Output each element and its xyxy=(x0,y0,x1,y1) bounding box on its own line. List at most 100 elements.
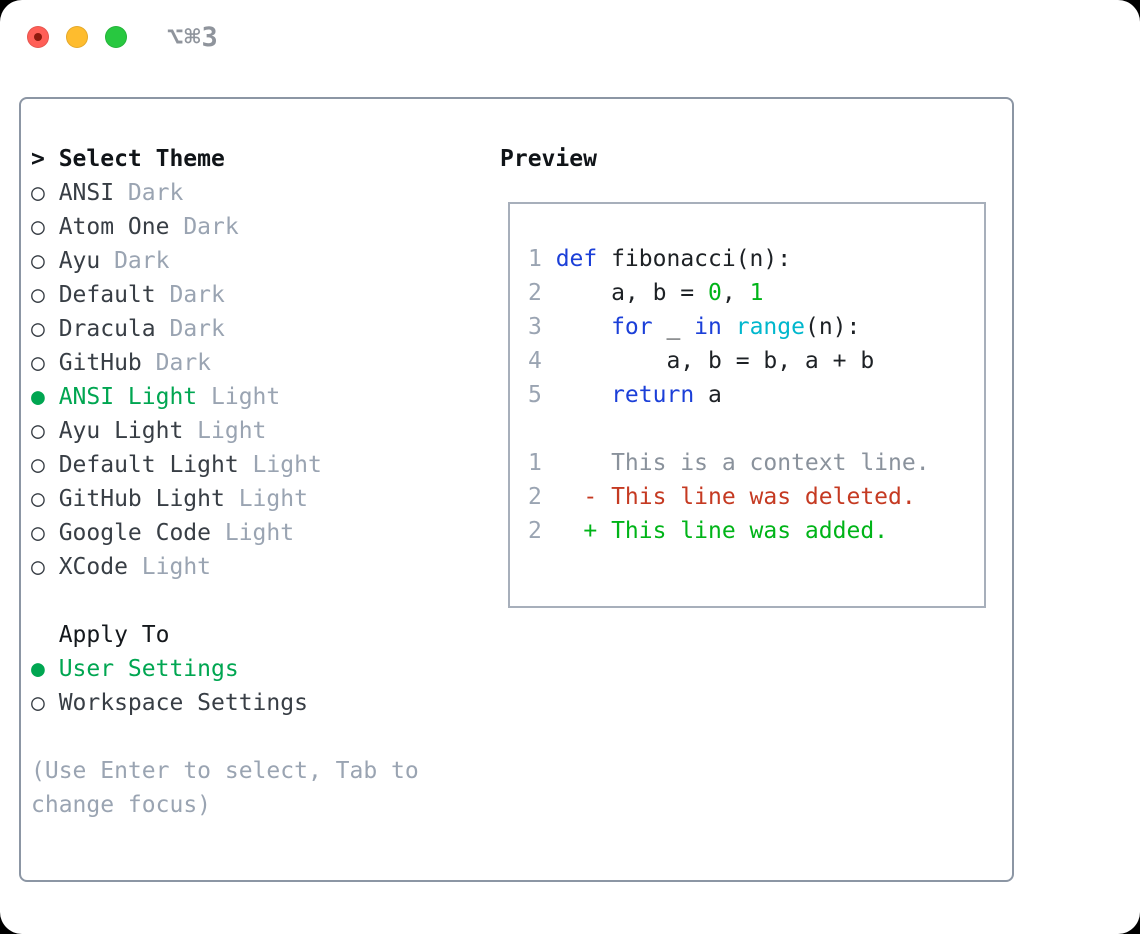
code-line: 4 a, b = b, a + b xyxy=(528,344,984,378)
code-line: 1 def fibonacci(n): xyxy=(528,242,984,276)
theme-option[interactable]: ● ANSI Light Light xyxy=(31,380,419,414)
radio-unselected-icon: ○ xyxy=(31,486,45,512)
code-line: 5 return a xyxy=(528,378,984,412)
help-line: change focus) xyxy=(31,792,212,818)
code-segment-plain xyxy=(556,382,611,408)
line-number: 2 xyxy=(528,484,542,510)
code-segment-kw: in xyxy=(694,314,722,340)
pointer-icon: > xyxy=(31,146,45,172)
window-title: ⌥⌘3 xyxy=(167,22,219,53)
option-label: Google Code xyxy=(58,520,212,546)
option-tag: Dark xyxy=(100,248,170,274)
option-tag: Light xyxy=(127,554,212,580)
select-theme-title: Select Theme xyxy=(58,146,225,172)
radio-selected-icon: ● xyxy=(31,384,45,410)
theme-option[interactable]: ○GitHub Light Light xyxy=(31,482,419,516)
apply-to-title: Apply To xyxy=(58,622,170,648)
theme-option[interactable]: ○XCode Light xyxy=(31,550,419,584)
option-label: Ayu Light xyxy=(58,418,184,444)
select-theme-header: > Select Theme xyxy=(31,142,419,176)
option-tag: Light xyxy=(211,520,295,546)
option-tag: Dark xyxy=(141,350,212,376)
option-tag: Dark xyxy=(114,180,184,206)
code-segment-kw: for xyxy=(611,314,653,340)
theme-option[interactable]: ○Ayu Dark xyxy=(31,244,419,278)
option-label: GitHub xyxy=(58,350,142,376)
code-segment-num: 0 xyxy=(708,280,722,306)
code-line xyxy=(528,412,984,446)
option-label: ANSI Light xyxy=(58,384,198,410)
radio-unselected-icon: ○ xyxy=(31,520,45,546)
theme-option[interactable]: ○ Default Dark xyxy=(31,278,419,312)
code-line: 2 - This line was deleted. xyxy=(528,480,984,514)
theme-option[interactable]: ○Default Light Light xyxy=(31,448,419,482)
code-segment-plain xyxy=(556,314,611,340)
code-segment-kw: def xyxy=(555,246,598,272)
option-label: Default Light xyxy=(58,452,239,478)
code-segment-plain: a, b = b, a + b xyxy=(555,348,875,374)
code-segment-kw: return xyxy=(611,382,695,408)
help-text: (Use Enter to select, Tab to change focus… xyxy=(31,754,419,822)
option-label: Default xyxy=(58,282,156,308)
radio-unselected-icon: ○ xyxy=(31,282,45,308)
line-number: 2 xyxy=(528,280,542,306)
preview-header: Preview xyxy=(500,142,597,176)
radio-unselected-icon: ○ xyxy=(31,214,45,240)
option-label: GitHub Light xyxy=(58,486,225,512)
option-tag: Dark xyxy=(155,316,225,342)
line-number: 1 xyxy=(528,246,542,272)
radio-unselected-icon: ○ xyxy=(31,316,45,342)
option-label: Workspace Settings xyxy=(58,690,308,716)
option-tag: Light xyxy=(238,452,322,478)
line-number: 4 xyxy=(528,348,542,374)
code-line: 3 for _ in range(n): xyxy=(528,310,984,344)
theme-option[interactable]: ○ GitHub Dark xyxy=(31,346,419,380)
apply-to-header: Apply To xyxy=(31,618,419,652)
preview-title: Preview xyxy=(500,146,597,172)
theme-option[interactable]: ○Dracula Dark xyxy=(31,312,419,346)
line-number: 1 xyxy=(528,450,542,476)
code-segment-plain: , xyxy=(721,280,750,306)
option-label: ANSI xyxy=(58,180,115,206)
code-segment-del: - This line was deleted. xyxy=(555,484,916,510)
code-segment-builtin: range xyxy=(735,314,805,340)
close-button[interactable] xyxy=(27,26,49,48)
theme-option[interactable]: ○Atom One Dark xyxy=(31,210,419,244)
line-number: 2 xyxy=(528,518,542,544)
option-tag: Light xyxy=(197,384,281,410)
left-column: >Select Theme ○ANSI Dark○Atom One Dark○A… xyxy=(31,142,419,822)
code-line: 2 a, b = 0, 1 xyxy=(528,276,984,310)
code-line: 2 + This line was added. xyxy=(528,514,984,548)
option-label: XCode xyxy=(58,554,128,580)
code-segment-plain: fibonacci(n): xyxy=(597,246,792,272)
radio-unselected-icon: ○ xyxy=(31,690,45,716)
option-tag: Dark xyxy=(155,282,225,308)
theme-list: ○ANSI Dark○Atom One Dark○Ayu Dark○Defaul… xyxy=(31,176,419,584)
radio-unselected-icon: ○ xyxy=(31,350,45,376)
theme-option[interactable]: ○ Google Code Light xyxy=(31,516,419,550)
help-line: (Use Enter to select, Tab to xyxy=(31,758,419,784)
code-segment-ctx: This is a context line. xyxy=(555,450,930,476)
right-column: Preview xyxy=(500,142,597,176)
code-segment-plain: _ xyxy=(652,314,695,340)
option-label: Atom One xyxy=(58,214,170,240)
radio-unselected-icon: ○ xyxy=(31,180,45,206)
line-number: 5 xyxy=(528,382,542,408)
code-segment-num: 1 xyxy=(749,280,764,306)
theme-option[interactable]: ○Ayu Light Light xyxy=(31,414,419,448)
line-number: 3 xyxy=(528,314,542,340)
spacer xyxy=(31,720,419,754)
code-segment-plain: a, b = xyxy=(555,280,709,306)
apply-to-option[interactable]: ●User Settings xyxy=(31,652,419,686)
option-tag: Light xyxy=(183,418,267,444)
code-segment-add: + This line was added. xyxy=(555,518,889,544)
code-line: 1 This is a context line. xyxy=(528,446,984,480)
zoom-button[interactable] xyxy=(105,26,127,48)
spacer xyxy=(31,584,419,618)
minimize-button[interactable] xyxy=(66,26,88,48)
apply-to-option[interactable]: ○ Workspace Settings xyxy=(31,686,419,720)
theme-option[interactable]: ○ ANSI Dark xyxy=(31,176,419,210)
